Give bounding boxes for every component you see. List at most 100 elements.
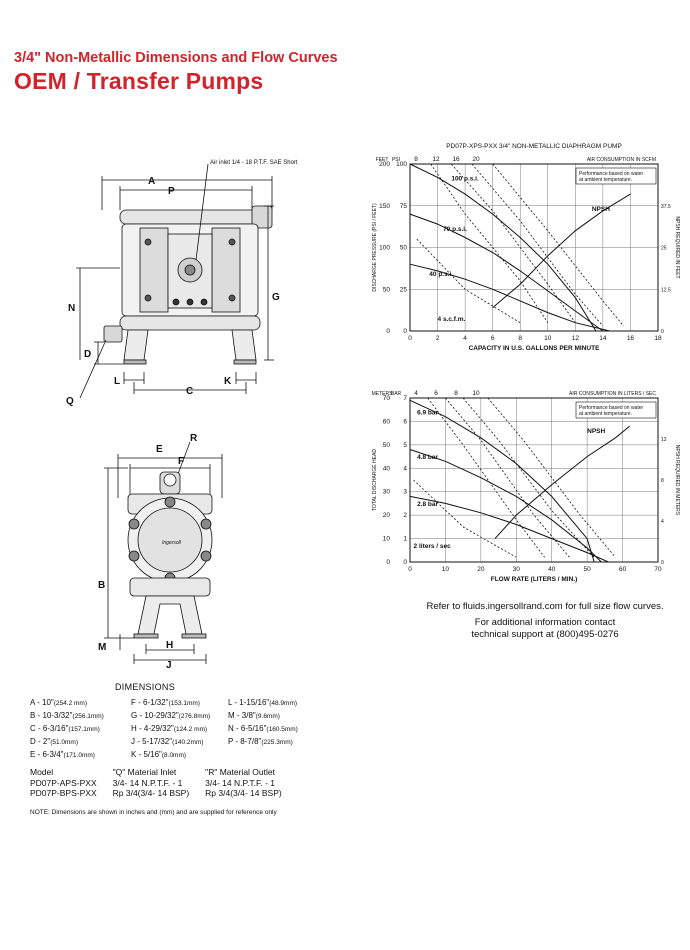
brand-logo: Ingersoll	[162, 540, 182, 546]
inlet-material: Rp 3/4(3/4- 14 BSP)	[112, 788, 190, 798]
series-line	[494, 425, 631, 539]
dimension-inches: F - 6-1/32"	[131, 698, 169, 707]
dimension-mm: (51.0mm)	[50, 739, 78, 746]
series-line	[409, 213, 604, 332]
dim-label-d: D	[84, 349, 91, 360]
y-outer-tick-label: 20	[383, 512, 391, 519]
y-axis-label: DISCHARGE PRESSURE (PSI / FEET)	[372, 203, 378, 292]
refer-block: Refer to fluids.ingersollrand.com for fu…	[410, 601, 680, 641]
x-tick-label: 10	[544, 335, 552, 342]
y-tick-label: 5	[403, 442, 407, 449]
dimension-item: M - 3/8"(9.6mm)	[228, 710, 298, 723]
dimension-mm: (171.0mm)	[63, 752, 95, 759]
curve-label: 6.9 bar	[417, 409, 438, 416]
x-tick-label: 10	[442, 566, 450, 573]
air-consumption-line	[462, 397, 595, 558]
x-tick-label: 2	[436, 335, 440, 342]
series-line	[409, 399, 595, 563]
top-tick-label: 4	[414, 390, 418, 397]
inlet-port	[103, 325, 123, 343]
dimension-inches: K - 5/16"	[131, 750, 162, 759]
note-line: Performance based on water	[579, 171, 644, 177]
curve-label: 2 liters / sec	[414, 543, 452, 550]
right-tick-label: 25	[661, 246, 667, 252]
top-tick-label: 20	[472, 156, 480, 163]
chart-title: PD07P-XPS-PXX 3/4" NON-METALLIC DIAPHRAG…	[446, 143, 622, 150]
right-tick-label: 12	[661, 437, 667, 443]
top-tick-label: 16	[452, 156, 460, 163]
y-outer-tick-label: 50	[383, 442, 391, 449]
note-box	[575, 167, 657, 185]
y-tick-label: 0	[403, 328, 407, 335]
dimension-inches: N - 6-5/16"	[228, 724, 267, 733]
plot-frame	[409, 163, 659, 332]
y-outer-tick-label: 200	[379, 161, 390, 168]
dimension-item: J - 5-17/32"(140.2mm)	[131, 736, 210, 749]
note-line: at ambient temperature.	[579, 411, 632, 417]
models-header-model: Model	[30, 767, 54, 777]
series-line	[409, 163, 597, 332]
pump-side-view-drawing: Ingersoll E F R B H M J	[98, 433, 223, 668]
page-title: OEM / Transfer Pumps	[14, 68, 264, 94]
dimension-item: E - 6-3/4"(171.0mm)	[30, 749, 104, 762]
dimension-mm: (254.2 mm)	[53, 700, 87, 707]
air-consumption-line	[445, 397, 570, 558]
curve-label: 4.8 bar	[417, 454, 438, 461]
right-tick-label: 0	[661, 560, 664, 566]
y-tick-label: 3	[403, 489, 407, 496]
y-tick-label: 1	[403, 536, 407, 543]
dimension-mm: (153.1mm)	[168, 700, 200, 707]
dimension-mm: (140.2mm)	[172, 739, 204, 746]
y-axis-outer-unit-label: FEET	[376, 157, 389, 163]
x-tick-label: 60	[619, 566, 627, 573]
x-tick-label: 20	[477, 566, 485, 573]
x-tick-label: 14	[599, 335, 607, 342]
dimension-inches: J - 5-17/32"	[131, 737, 173, 746]
series-line	[492, 193, 631, 308]
dimension-mm: (48.9mm)	[269, 700, 298, 707]
models-header-row: Model "Q" Material Inlet "R" Material Ou…	[30, 767, 288, 778]
dim-label-g: G	[272, 292, 280, 303]
x-tick-label: 18	[654, 335, 662, 342]
y-outer-tick-label: 100	[379, 245, 390, 252]
x-tick-label: 30	[513, 566, 521, 573]
dimension-mm: (124.2 mm)	[173, 726, 208, 733]
refer-contact-text: For additional information contact	[474, 617, 616, 628]
x-tick-label: 12	[572, 335, 580, 342]
series-line	[409, 263, 610, 332]
dimension-item: H - 4-29/32"(124.2 mm)	[131, 723, 210, 736]
top-tick-label: 8	[454, 390, 458, 397]
dim-label-f: F	[178, 456, 184, 467]
dim-label-l: L	[114, 376, 120, 387]
note-box	[575, 401, 657, 419]
y-tick-label: 75	[400, 203, 408, 210]
dimensions-title: DIMENSIONS	[115, 682, 176, 692]
dimension-inches: E - 6-3/4"	[30, 750, 64, 759]
x-tick-label: 16	[627, 335, 635, 342]
dim-label-c: C	[186, 386, 193, 397]
note-line: at ambient temperature.	[579, 177, 632, 183]
dimension-item: B - 10-3/32"(256.1mm)	[30, 710, 104, 723]
y-tick-label: 50	[400, 245, 408, 252]
model-name: PD07P-APS-PXX	[30, 777, 97, 788]
dimension-mm: (276.8mm)	[178, 713, 211, 720]
inlet-material: 3/4- 14 N.P.T.F. - 1	[112, 777, 183, 788]
x-tick-label: 8	[518, 335, 522, 342]
y-tick-label: 0	[403, 559, 407, 566]
dimension-inches: A - 10"	[30, 698, 54, 707]
dimension-item: N - 6-5/16"(160.5mm)	[228, 723, 298, 736]
right-axis-label: NPSH REQUIRED IN FEET	[674, 216, 680, 278]
dim-label-p: P	[168, 186, 175, 197]
dimension-item: D - 2"(51.0mm)	[30, 736, 104, 749]
air-inlet-label: Air inlet 1/4 - 18 P.T.F. SAE Short	[210, 160, 298, 166]
series-line	[409, 449, 602, 563]
top-tick-label: 10	[472, 390, 480, 397]
dimension-mm: (157.1mm)	[68, 726, 100, 733]
dimensions-col-2: F - 6-1/32"(153.1mm)G - 10-29/32"(276.8m…	[131, 697, 210, 762]
right-tick-label: 4	[661, 519, 664, 525]
y-outer-tick-label: 0	[386, 328, 390, 335]
dimension-inches: M - 3/8"	[228, 711, 256, 720]
x-tick-label: 6	[491, 335, 495, 342]
